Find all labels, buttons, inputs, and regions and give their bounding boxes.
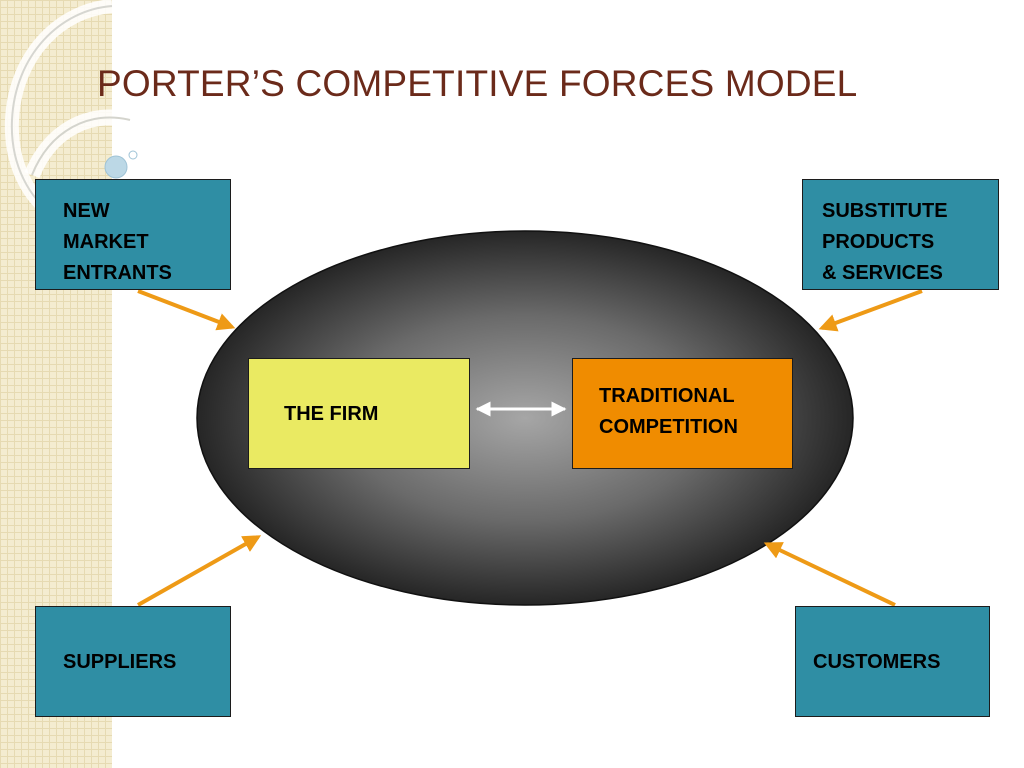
suppliers-label: SUPPLIERS [63, 651, 177, 673]
arrow-suppliers [137, 535, 262, 607]
substitute-products-label: SUBSTITUTE PRODUCTS & SERVICES [822, 200, 948, 284]
the-firm-box: THE FIRM [248, 358, 470, 469]
traditional-competition-label: TRADITIONAL COMPETITION [599, 385, 738, 438]
slide-title: PORTER’S COMPETITIVE FORCES MODEL [97, 63, 858, 104]
customers-box: CUSTOMERS [795, 606, 990, 717]
new-market-entrants-box: NEW MARKET ENTRANTS [35, 179, 231, 290]
traditional-competition-box: TRADITIONAL COMPETITION [572, 358, 793, 469]
arrow-new-entrants [137, 289, 236, 331]
substitute-products-box: SUBSTITUTE PRODUCTS & SERVICES [802, 179, 999, 290]
customers-label: CUSTOMERS [813, 651, 941, 673]
decorative-bubble-small [128, 150, 138, 160]
decorative-swoosh [4, 0, 138, 220]
industry-ellipse [196, 230, 854, 606]
new-market-entrants-label: NEW MARKET ENTRANTS [63, 200, 172, 284]
suppliers-box: SUPPLIERS [35, 606, 231, 717]
arrow-substitutes [818, 289, 923, 332]
the-firm-label: THE FIRM [284, 403, 379, 425]
arrow-customers [763, 542, 896, 607]
decorative-bubble-large [104, 155, 128, 179]
